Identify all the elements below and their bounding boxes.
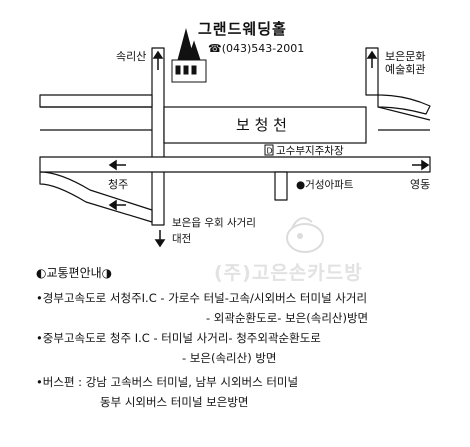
label-bypass: 보은읍 우회 사거리 xyxy=(172,217,256,229)
stream-band xyxy=(163,106,367,144)
label-boeun-center-line1: 보은문화 xyxy=(385,50,425,63)
direction-line-2: - 외곽순환도로- 보은(속리산)방면 xyxy=(206,311,369,325)
legend-title: ◐교통편안내◑ xyxy=(36,266,113,280)
road-upper xyxy=(39,94,153,108)
label-parking: 고수부지주차장 xyxy=(276,145,344,157)
direction-line-5: •버스편 : 강남 고속버스 터미널, 남부 시외버스 터미널 xyxy=(36,375,299,389)
venue-name: 그랜드웨딩홀 xyxy=(198,20,287,38)
parking-badge-box xyxy=(264,144,274,156)
wedding-hall-icon xyxy=(171,28,207,83)
road-middle xyxy=(39,156,431,173)
road-yeongdong xyxy=(274,171,288,201)
direction-line-6: 동부 시외버스 터미널 보은방면 xyxy=(100,395,249,409)
label-boeun-center: 보은문화 예술회관 xyxy=(385,50,429,76)
road-songnisan xyxy=(151,47,165,226)
label-songnisan: 속리산 xyxy=(116,50,146,63)
label-yeongdong: 영동 xyxy=(410,178,430,191)
parking-badge: D xyxy=(267,147,273,156)
direction-line-4: - 보은(속리산) 방면 xyxy=(182,351,277,365)
direction-line-1: •경부고속도로 서청주I.C - 가로수 터널-고속/시외버스 터미널 사거리 xyxy=(36,291,368,305)
road-upper-right xyxy=(377,94,431,115)
label-apartment: ●거성아파트 xyxy=(296,179,354,191)
location-map: 속리산 보은문화 예술회관 보 청 천 D 고수부지주차장 청주 영동 ●거성아… xyxy=(39,28,431,253)
label-stream: 보 청 천 xyxy=(236,116,287,134)
road-cheongju xyxy=(39,171,153,223)
watermark-text: (주)고은손카드방 xyxy=(214,262,363,284)
label-cheongju: 청주 xyxy=(108,178,128,191)
label-boeun-center-line2: 예술회관 xyxy=(385,63,425,76)
venue-phone: ☎(043)543-2001 xyxy=(208,42,305,55)
direction-line-3: •중부고속도로 청주 I.C - 터미널 사거리- 청주외곽순환도로 xyxy=(36,331,321,345)
label-daejeon: 대전 xyxy=(172,233,191,245)
watermark-mascot-icon xyxy=(286,217,324,253)
